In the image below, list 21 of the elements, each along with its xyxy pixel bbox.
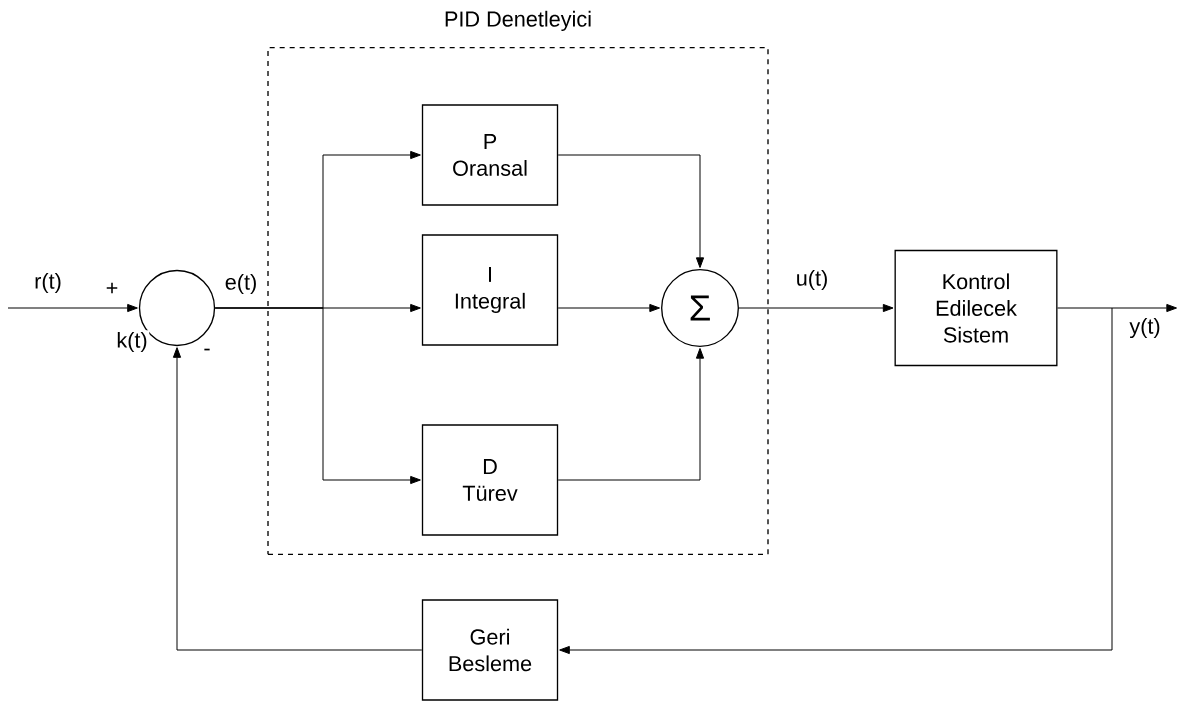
arrow [214, 307, 421, 485]
arrow [559, 307, 1113, 655]
arrow [557, 303, 660, 313]
sign-label: + [106, 282, 118, 294]
edge-label: e(t) [223, 272, 259, 296]
edge-label: u(t) [794, 268, 830, 292]
arrow [738, 303, 894, 313]
arrow [557, 154, 705, 268]
block-box: Geri Besleme [421, 599, 559, 701]
arrow [7, 303, 138, 313]
block-box: P Oransal [421, 104, 559, 206]
edge-label: r(t) [32, 271, 64, 295]
block-box: I Integral [421, 234, 559, 346]
arrow [1057, 303, 1177, 313]
edge-label: y(t) [1127, 316, 1163, 340]
arrow [557, 348, 705, 481]
edge-label: k(t) [114, 330, 150, 354]
block-box: D Türev [421, 424, 559, 536]
group-heading: PID Denetleyici [445, 10, 591, 31]
arrow [172, 347, 423, 651]
block-box: Kontrol Edilecek Sistem [894, 249, 1058, 367]
